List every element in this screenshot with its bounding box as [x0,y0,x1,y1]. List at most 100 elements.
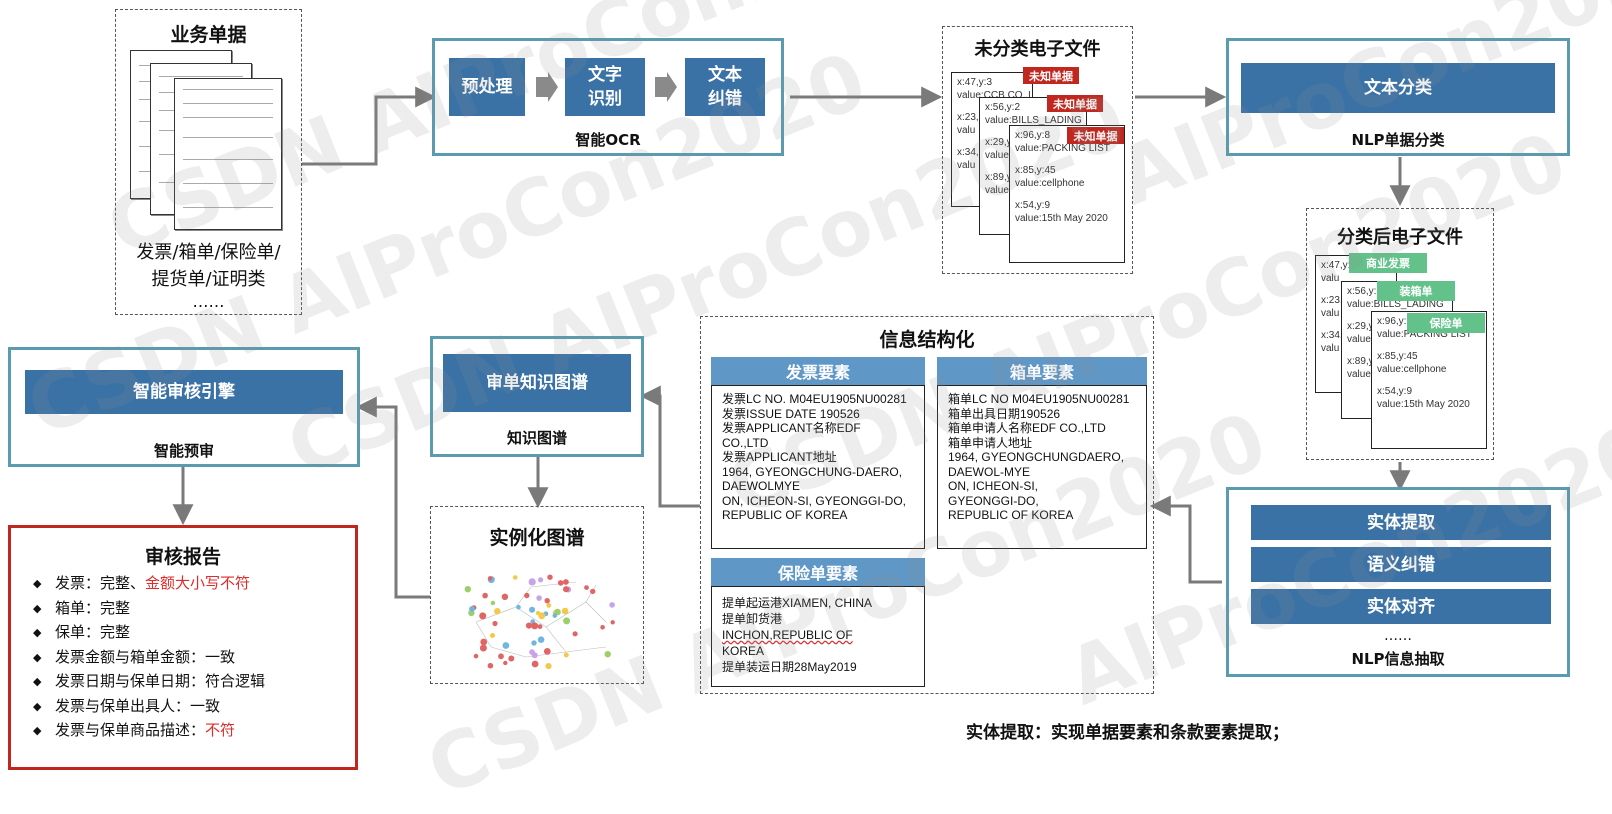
nlp-extract-panel: 实体提取 语义纠错 实体对齐 …… NLP信息抽取 [1226,487,1570,677]
graph-node [563,586,570,593]
info-struct-panel: 信息结构化 发票要素 发票LC NO. M04EU1905NU00281 发票I… [700,316,1154,694]
report-item-alert: 金额大小写不符 [145,574,251,592]
doc-line: x:96,y:8 [1015,130,1051,141]
connector-arrows [172,86,1411,599]
instance-graph-title: 实例化图谱 [489,527,585,549]
doc-line: x:85,y:45 [1377,351,1418,362]
insurance-elements-header: 保险单要素 [711,558,925,586]
graph-node [544,598,550,604]
audit-report-panel: 审核报告 发票：完整、金额大小写不符 箱单：完整 保单：完整 发票金额与箱单金额… [8,525,358,770]
graph-node [546,603,552,608]
doc-line: x:29,y [985,137,1012,148]
doc-line: value [985,185,1009,196]
unclassified-title: 未分类电子文件 [974,39,1101,60]
entity-extract-box: 实体提取 [1251,505,1551,540]
graph-node [479,644,487,652]
doc-sheet-3 [174,78,282,230]
graph-node [610,620,615,625]
doc-line: value:PACKING LIST [1377,329,1472,340]
audit-report-list: 发票：完整、金额大小写不符 箱单：完整 保单：完整 发票金额与箱单金额：一致 发… [33,572,265,744]
arrow-instance-to-engine [355,396,430,599]
insurance-tag: 保险单 [1407,313,1485,333]
graph-node [604,651,611,658]
unclassified-doc-3: x:96,y:8 value:PACKING LIST x:85,y:45 va… [1009,125,1125,263]
report-item-text: 发票与保单出具人：一致 [55,696,221,715]
packing-elements-header: 箱单要素 [937,357,1147,385]
unclassified-panel: 未分类电子文件 x:47,y:3 value:CCB CO.,LTD x:23,… [942,26,1133,274]
graph-node [528,578,536,586]
graph-node [473,653,479,659]
graph-node [498,653,504,660]
doc-line: x:34, [957,147,979,158]
report-item-text: 发票与保单商品描述： [55,721,206,739]
packing-line: 1964, GYEONGCHUNGDAERO, [948,450,1125,464]
graph-node [482,592,488,599]
doc-line: x:96,y:8 [1377,316,1413,327]
classified-title: 分类后电子文件 [1337,227,1463,248]
ocr-step-recognition: 文字 识别 [565,58,645,116]
report-item-issuer: 发票与保单出具人：一致 [33,695,265,720]
graph-node [584,585,589,590]
unknown-doc-tag-2: 未知单据 [1047,95,1103,112]
ocr-step-arrow-2 [655,72,677,102]
packing-list-tag: 装箱单 [1377,281,1455,301]
report-item-description: 发票与保单商品描述：不符 [33,719,265,744]
classified-doc-3: x:96,y:8 value:PACKING LIST x:85,y:45 va… [1371,311,1487,449]
nlp-extract-label: NLP信息抽取 [1351,650,1445,668]
graph-node [494,608,501,615]
graph-node [525,622,533,629]
report-item-text: 箱单：完整 [55,598,131,617]
insurance-elements-box: 提单起运港XIAMEN, CHINA 提单卸货港 INCHON,REPUBLIC… [711,586,925,687]
invoice-line: 发票LC NO. M04EU1905NU00281 [722,392,907,406]
graph-node [563,617,571,625]
invoice-line: REPUBLIC OF KOREA [722,508,848,522]
info-struct-title: 信息结构化 [879,329,975,351]
graph-node [479,612,487,620]
graph-node [501,593,509,600]
report-item-alert: 不符 [205,721,236,739]
invoice-elements-header: 发票要素 [711,357,925,385]
graph-node [524,592,530,599]
insurance-line: INCHON,REPUBLIC OF [722,628,853,642]
invoice-line: 发票ISSUE DATE 190526 [722,406,860,421]
insurance-line: KOREA [722,644,765,658]
doc-line: value [985,150,1009,161]
audit-knowledge-graph-box: 审单知识图谱 [443,354,631,412]
graph-node [490,600,496,606]
graph-node [512,575,518,580]
packing-line: GYEONGGI-DO, [948,493,1039,508]
graph-node [508,655,515,662]
nlp-extract-ellipsis: …… [1384,628,1412,644]
unknown-doc-tag-3: 未知单据 [1067,127,1124,144]
audit-engine-panel: 智能审核引擎 智能预审 [8,347,360,467]
doc-line: x:47,y:3 [1321,260,1357,271]
nlp-classify-panel: 文本分类 NLP单据分类 [1226,38,1570,156]
ocr-step-preprocess: 预处理 [449,58,525,116]
footnote: 实体提取：实现单据要素和条款要素提取； [966,723,1289,743]
instance-graph-panel: 实例化图谱 [430,506,644,684]
report-item-text: 发票日期与保单日期：符合逻辑 [55,672,266,690]
insurance-line: 提单卸货港 [722,612,783,626]
arrow-extract-to-struct [1149,495,1222,584]
knowledge-graph-label: 知识图谱 [506,429,567,447]
invoice-line: ON, ICHEON-SI, GYEONGGI-DO, [722,493,907,508]
graph-node [487,662,494,669]
doc-line: value:BILLS_LADING [985,115,1082,126]
packing-line: REPUBLIC OF KOREA [948,508,1074,522]
unknown-doc-tag-1: 未知单据 [1023,67,1079,84]
graph-node [464,586,471,593]
graph-node [561,607,569,615]
graph-node [531,640,537,646]
graph-node [492,620,498,627]
graph-node [469,606,475,612]
doc-line: valu [1321,308,1340,319]
invoice-elements-box: 发票LC NO. M04EU1905NU00281 发票ISSUE DATE 1… [711,385,925,549]
graph-node [516,604,521,610]
graph-node [600,625,605,630]
ocr-panel: 预处理 文字 识别 文本 纠错 智能OCR [432,38,784,156]
packing-line: 箱单出具日期190526 [948,406,1061,421]
ocr-step-correction: 文本 纠错 [685,58,765,116]
graph-node [563,579,569,585]
graph-node [531,660,539,668]
smart-audit-engine-box: 智能审核引擎 [25,370,343,414]
